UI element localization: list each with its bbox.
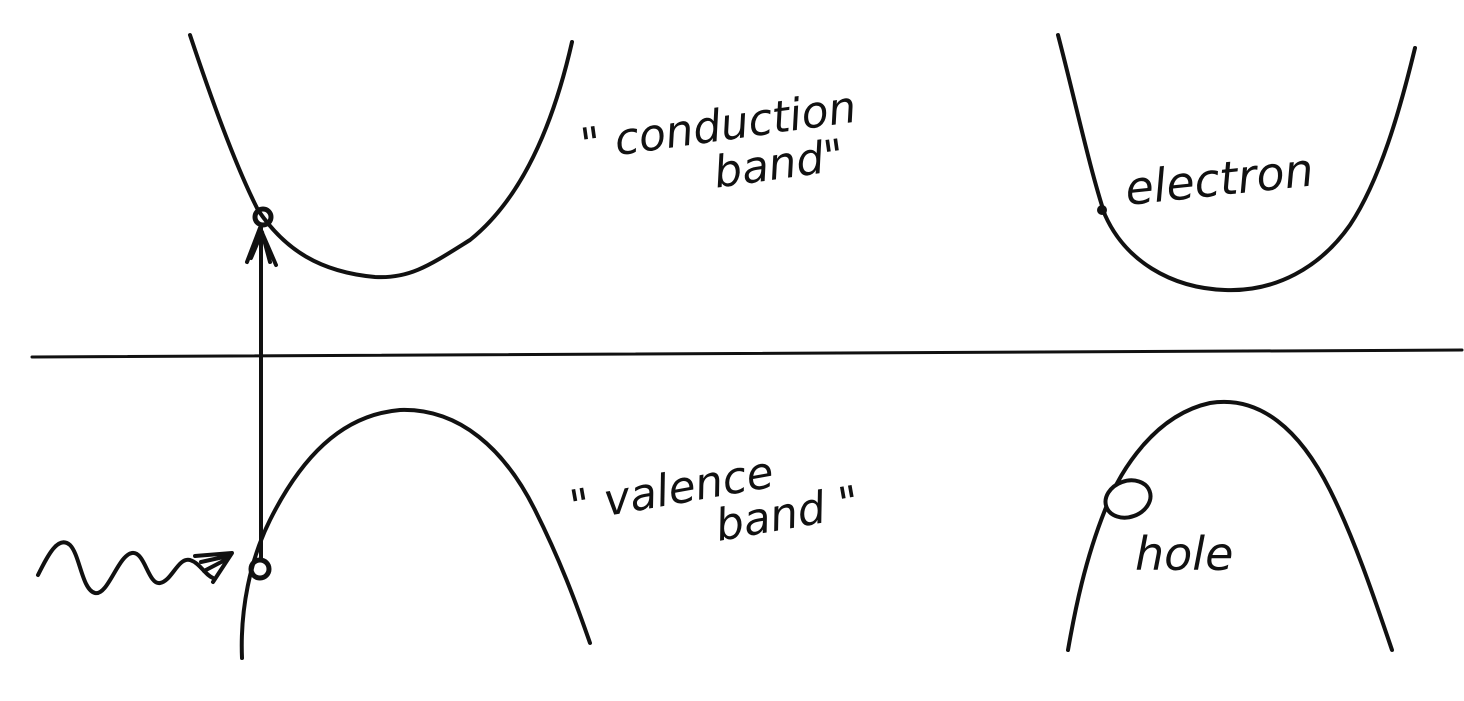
hole-label: hole (1135, 527, 1233, 581)
excitation-arrow-head (245, 226, 278, 267)
valence-band-curve-left (239, 407, 592, 660)
conduction-band-curve-left (188, 33, 574, 280)
valence-band-label: " valence band " (566, 447, 863, 552)
hole-circle (1103, 478, 1153, 520)
electron-dot (1097, 205, 1107, 215)
photon-arrow-head (193, 551, 234, 584)
band-gap-line (30, 348, 1464, 359)
electron-label: electron (1123, 142, 1317, 215)
valence-band-curve-right (1066, 399, 1394, 652)
photon-wave (36, 540, 215, 595)
conduction-band-label: " conduction band" (577, 82, 859, 199)
conduction-band-curve-right (1056, 33, 1417, 293)
